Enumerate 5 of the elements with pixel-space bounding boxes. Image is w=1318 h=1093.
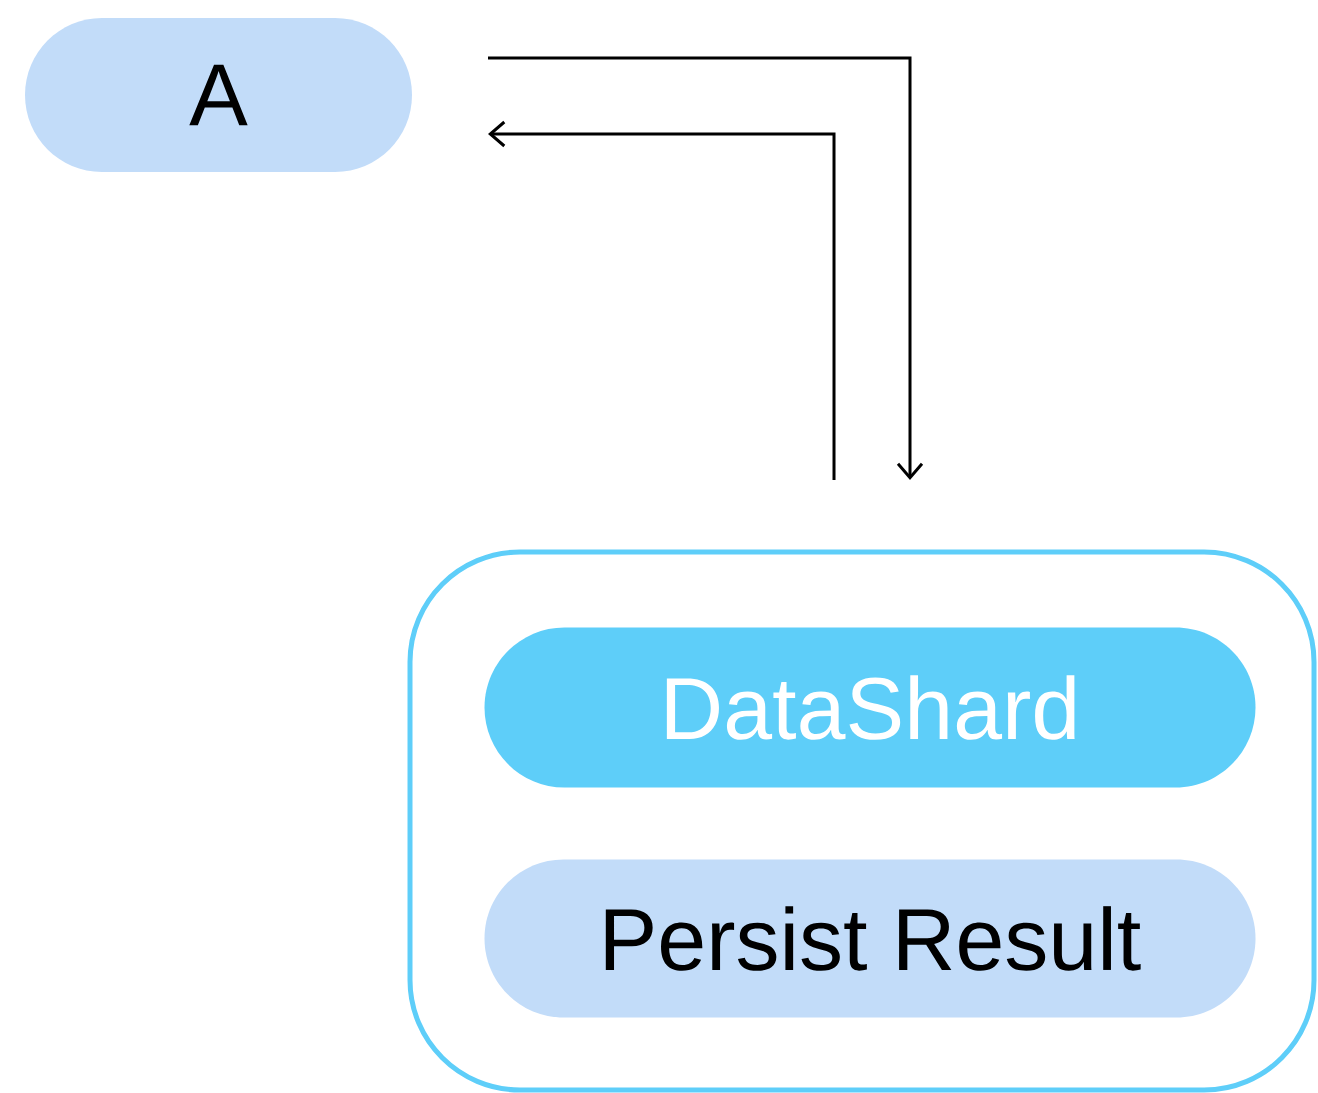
pill-box: DataShard: [484, 627, 1256, 788]
arrow: [488, 56, 924, 480]
pill-box: Persist Result: [484, 859, 1256, 1018]
arrow: [488, 120, 836, 480]
pill-box: A: [25, 18, 412, 172]
